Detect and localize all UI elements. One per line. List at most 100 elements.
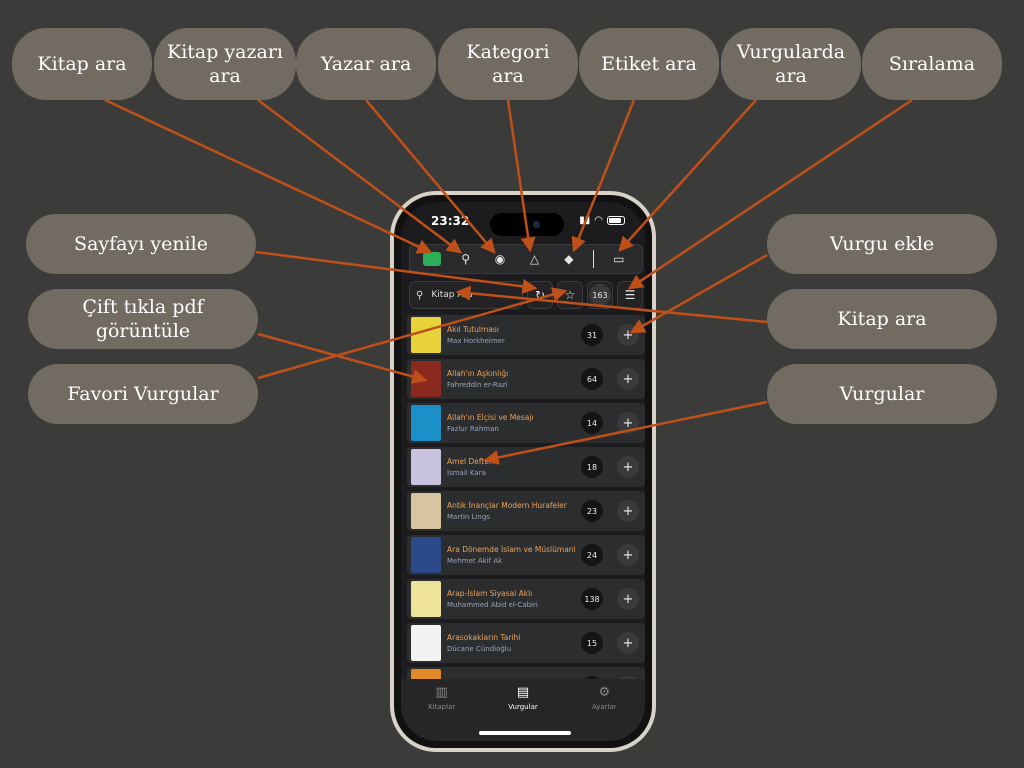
favorite-highlights-button[interactable]: ☆	[557, 281, 583, 309]
tab-kitaplar[interactable]: ▥ Kitaplar	[407, 685, 477, 741]
book-cover[interactable]	[411, 449, 441, 485]
plus-icon: +	[622, 547, 634, 563]
book-search-icon[interactable]	[423, 252, 442, 266]
highlight-count: 14	[581, 412, 603, 434]
plus-icon: +	[622, 591, 634, 607]
callout-cift-tikla-pdf: Çift tıkla pdf görüntüle	[28, 289, 258, 349]
search-mode-toolbar: ⚲ ◉ △ ◆ ▭	[409, 244, 643, 274]
plus-icon: +	[622, 635, 634, 651]
add-highlight-button[interactable]: +	[617, 500, 639, 522]
book-title: Antik İnançlar Modern Hurafeler	[447, 501, 567, 510]
author-search-icon[interactable]: ◉	[494, 252, 506, 266]
list-icon: ☰	[624, 288, 636, 302]
search-input[interactable]: ⚲ Kitap Ara	[409, 281, 523, 309]
tab-ayarlar[interactable]: ⚙ Ayarlar	[569, 685, 639, 741]
book-title: Arap-İslam Siyasal Aklı	[447, 589, 533, 598]
search-row: ⚲ Kitap Ara ↻ ☆ 163 ☰	[409, 281, 643, 309]
search-icon: ⚲	[416, 289, 424, 301]
add-highlight-button[interactable]: +	[617, 456, 639, 478]
tab-label: Kitaplar	[428, 703, 456, 711]
add-highlight-button[interactable]: +	[617, 368, 639, 390]
callout-kitap-ara: Kitap ara	[12, 28, 152, 100]
tab-label: Vurgular	[508, 703, 538, 711]
book-cover[interactable]	[411, 625, 441, 661]
total-count-badge: 163	[589, 284, 611, 306]
highlight-count: 15	[581, 632, 603, 654]
highlight-count: 24	[581, 544, 603, 566]
callout-etiket-ara: Etiket ara	[579, 28, 719, 100]
signal-icon: ▮▮	[579, 215, 591, 226]
battery-icon	[607, 216, 625, 225]
wifi-icon: ◠	[594, 215, 603, 226]
search-placeholder: Kitap Ara	[431, 290, 473, 300]
add-highlight-button[interactable]: +	[617, 412, 639, 434]
callout-yazar-ara: Yazar ara	[296, 28, 436, 100]
highlight-search-icon[interactable]: ▭	[613, 252, 625, 266]
status-time: 23:32	[431, 214, 470, 228]
callout-sayfayi-yenile: Sayfayı yenile	[26, 214, 256, 274]
home-indicator	[479, 731, 571, 735]
callout-favori-vurgular: Favori Vurgular	[28, 364, 258, 424]
book-title: Allah'ın Aşkınlığı	[447, 369, 509, 378]
refresh-icon: ↻	[534, 288, 546, 302]
star-icon: ☆	[564, 288, 576, 302]
callout-kategori-ara: Kategori ara	[438, 28, 578, 100]
add-highlight-button[interactable]: +	[617, 588, 639, 610]
highlight-count: 23	[581, 500, 603, 522]
book-author: Martin Lings	[447, 513, 490, 521]
callout-vurgu-ekle: Vurgu ekle	[767, 214, 997, 274]
book-author: Muhammed Abid el-Cabiri	[447, 601, 538, 609]
book-title: Akıl Tutulması	[447, 325, 499, 334]
book-cover[interactable]	[411, 537, 441, 573]
book-cover[interactable]	[411, 361, 441, 397]
plus-icon: +	[622, 415, 634, 431]
book-title: Amel Defteri	[447, 457, 495, 466]
book-cover[interactable]	[411, 493, 441, 529]
refresh-button[interactable]: ↻	[527, 281, 553, 309]
book-cover[interactable]	[411, 581, 441, 617]
category-search-icon[interactable]: △	[529, 252, 540, 266]
book-title: Arasokakların Tarihi	[447, 633, 521, 642]
status-icons: ▮▮ ◠	[579, 215, 625, 226]
gear-icon: ⚙	[598, 685, 611, 700]
add-highlight-button[interactable]: +	[617, 632, 639, 654]
tag-search-icon[interactable]: ◆	[564, 252, 574, 266]
plus-icon: +	[622, 503, 634, 519]
plus-icon: +	[622, 459, 634, 475]
book-author: Fazlur Rahman	[447, 425, 499, 433]
sort-button[interactable]: ☰	[617, 281, 643, 309]
highlight-count: 138	[581, 588, 603, 610]
add-highlight-button[interactable]: +	[617, 544, 639, 566]
book-cover[interactable]	[411, 317, 441, 353]
plus-icon: +	[622, 371, 634, 387]
book-author-search-icon[interactable]: ⚲	[461, 252, 471, 266]
total-count-button[interactable]: 163	[587, 281, 613, 309]
book-cover[interactable]	[411, 405, 441, 441]
tab-vurgular[interactable]: ▤ Vurgular	[488, 685, 558, 741]
toolbar-divider	[593, 250, 595, 268]
callout-kitap-yazari-ara: Kitap yazarı ara	[154, 28, 296, 100]
tab-bar: ▥ Kitaplar ▤ Vurgular ⚙ Ayarlar	[401, 679, 645, 741]
add-highlight-button[interactable]: +	[617, 324, 639, 346]
notes-icon: ▤	[516, 685, 530, 700]
book-author: Mehmet Akif Ak	[447, 557, 503, 565]
plus-icon: +	[622, 327, 634, 343]
callout-vurgular: Vurgular	[767, 364, 997, 424]
book-author: Fahreddin er-Razi	[447, 381, 508, 389]
phone-frame: 23:32 ▮▮ ◠ ⚲ ◉ △ ◆ ▭ ⚲ Kitap Ara ↻	[390, 191, 656, 752]
highlight-count: 64	[581, 368, 603, 390]
phone-screen: 23:32 ▮▮ ◠ ⚲ ◉ △ ◆ ▭ ⚲ Kitap Ara ↻	[401, 202, 645, 741]
